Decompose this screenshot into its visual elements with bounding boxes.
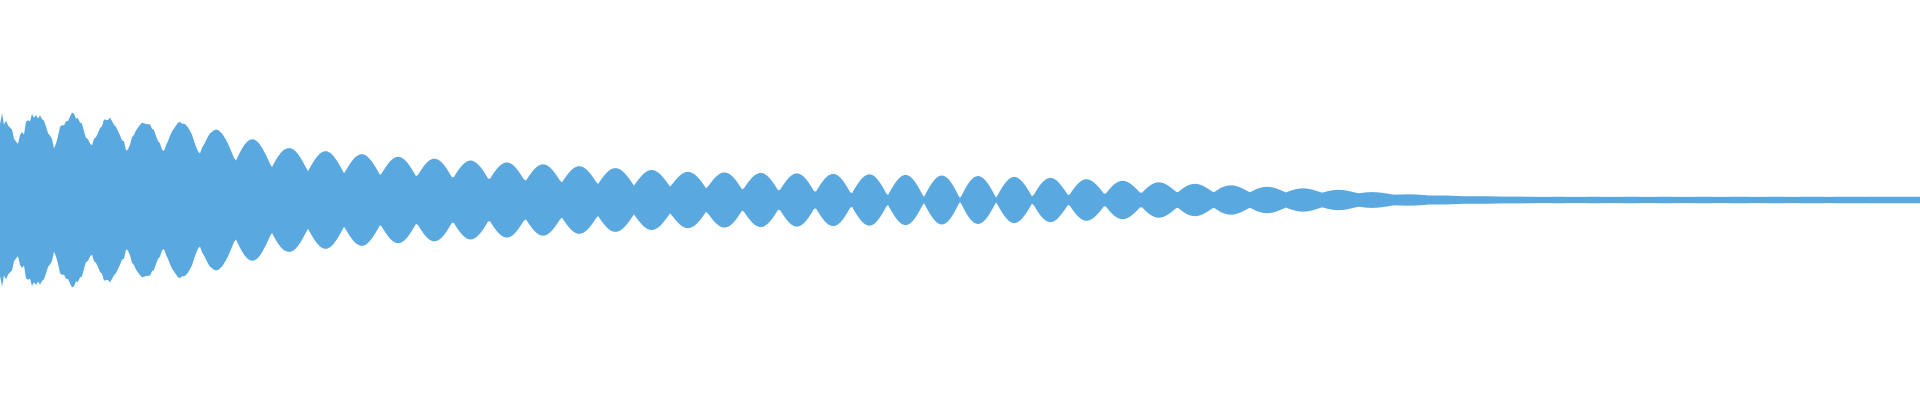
audio-waveform[interactable] <box>0 0 1920 400</box>
waveform-view[interactable] <box>0 0 1920 400</box>
